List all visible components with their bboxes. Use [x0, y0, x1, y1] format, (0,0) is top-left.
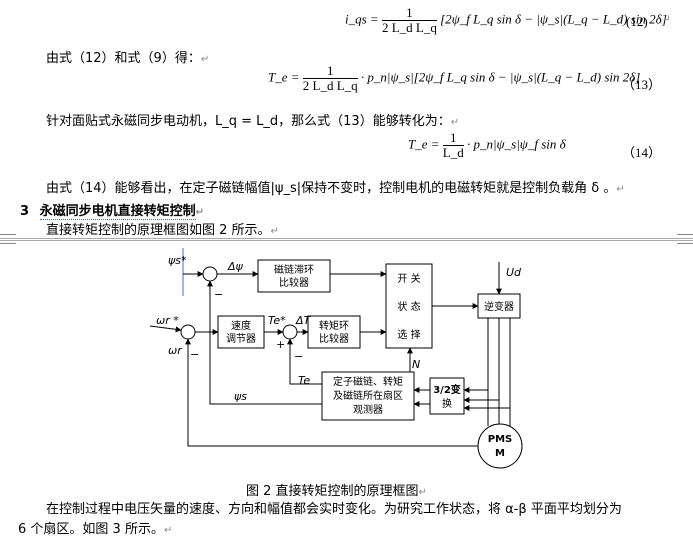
section-break-marker-left: [0, 234, 16, 244]
motor-line-2: M: [495, 448, 505, 459]
dt-label: ΔT: [295, 314, 312, 327]
torque-hyst-line-1: 转矩环: [319, 319, 349, 332]
paragraph-1-text: 由式（12）和式（9）得：: [46, 51, 201, 66]
observer-line-3: 观测器: [353, 403, 383, 416]
return-mark: ↵: [195, 207, 204, 218]
speed-reg-line-1: 速度: [231, 319, 251, 332]
speed-reg-line-2: 调节器: [226, 333, 256, 345]
omega-label: ωr: [168, 344, 183, 357]
observer-block: [321, 371, 415, 421]
return-mark: ↵: [200, 54, 210, 65]
return-mark: ↵: [270, 226, 279, 237]
switch-line-1: 开 关: [397, 272, 420, 285]
flux-hyst-line-2: 比较器: [279, 276, 309, 289]
paragraph-2-text: 针对面贴式永磁同步电动机，L_q = L_d，那么式（13）能够转化为：: [46, 114, 451, 129]
paragraph-5-cont-text: 6 个扇区。如图 3 所示。: [18, 522, 164, 537]
observer-line-2: 及磁链所在扇区: [333, 389, 403, 402]
section-number: 3: [20, 204, 30, 219]
return-mark: ↵: [662, 14, 671, 25]
paragraph-3-text: 由式（14）能够看出，在定子磁链幅值|ψ_s|保持不变时，控制电机的电磁转矩就是…: [46, 181, 617, 196]
flux-hyst-line-1: 磁链滞环: [274, 263, 314, 276]
eq13-den: 2 L_d L_q: [302, 78, 358, 93]
eq12-rhs: [2ψ_f L_q sin δ − |ψ_s|(L_q − L_d) sin 2…: [440, 11, 667, 27]
return-mark: ↵: [616, 184, 625, 195]
eq13-number: （13）: [622, 77, 662, 92]
speed-sum-junction: [180, 324, 196, 340]
transform-line-1: 3/2变: [433, 383, 461, 396]
psi-ref-label: ψs*: [168, 254, 187, 267]
torque-minus: −: [294, 350, 303, 363]
transform-line-2: 换: [442, 397, 452, 410]
figure-caption: 图 2 直接转矩控制的原理框图↵: [246, 480, 427, 499]
section-title: 永磁同步电机直接转矩控制: [39, 204, 196, 220]
eq12-lhs: i_qs =: [345, 11, 379, 27]
eq14-lhs: T_e =: [408, 136, 440, 152]
paragraph-3: 由式（14）能够看出，在定子磁链幅值|ψ_s|保持不变时，控制电机的电磁转矩就是…: [46, 177, 625, 196]
paragraph-1: 由式（12）和式（9）得：↵: [46, 47, 209, 66]
eq12-number: (12): [626, 14, 648, 29]
figure-caption-text: 图 2 直接转矩控制的原理框图: [246, 484, 419, 499]
te-feedback-label: Te: [298, 374, 310, 387]
flux-sum-junction: [202, 266, 218, 282]
return-mark: ↵: [450, 117, 460, 128]
section-heading: 3 永磁同步电机直接转矩控制↵: [20, 200, 204, 220]
paragraph-5: 在控制过程中电压矢量的速度、方向和幅值都会实时变化。为研究工作状态，将 α-β …: [46, 502, 622, 517]
motor-line-1: PMS: [488, 434, 512, 445]
pmsm-motor: [477, 423, 523, 469]
observer-line-1: 定子磁链、转矩: [333, 375, 403, 388]
return-mark: ↵: [418, 487, 427, 498]
eq14-number: （14）: [622, 145, 662, 160]
return-mark: ↵: [163, 525, 173, 536]
switch-line-2: 状 态: [397, 300, 420, 313]
flux-minus: −: [214, 288, 223, 301]
dtc-block-diagram: 磁链滞环 比较器 开 关 状 态 选 择 逆变器 速度 调节器 转矩环 比较器 …: [149, 248, 523, 469]
section-break-marker-right: [677, 234, 693, 244]
eq12-num: 1: [381, 6, 437, 21]
paragraph-4: 直接转矩控制的原理框图如图 2 所示。↵: [46, 219, 279, 238]
transform-block: [429, 377, 465, 415]
sector-n-label: N: [412, 358, 420, 371]
inverter-label: 逆变器: [484, 300, 514, 313]
paragraph-4-text: 直接转矩控制的原理框图如图 2 所示。: [46, 223, 271, 238]
eq14-num: 1: [442, 131, 464, 146]
paragraph-2: 针对面贴式永磁同步电动机，L_q = L_d，那么式（13）能够转化为：↵: [46, 110, 459, 129]
psi-s-feedback-label: ψs: [234, 390, 247, 403]
eq13-rhs: · p_n|ψ_s|[2ψ_f L_q sin δ − |ψ_s|(L_q − …: [360, 69, 641, 85]
eq13-lhs: T_e =: [268, 69, 300, 85]
torque-sum-junction: [282, 324, 298, 340]
paragraph-5-cont: 6 个扇区。如图 3 所示。↵: [18, 518, 172, 537]
dpsi-label: Δψ: [227, 260, 244, 273]
eq13-num: 1: [302, 64, 358, 79]
omega-ref-label: ωr *: [156, 314, 179, 327]
te-ref-label: Te*: [268, 314, 286, 327]
section-break: [0, 238, 693, 241]
speed-minus: −: [190, 348, 199, 361]
torque-hyst-line-2: 比较器: [319, 332, 349, 345]
torque-plus: +: [276, 338, 285, 351]
eq14-rhs: · p_n|ψ_s|ψ_f sin δ: [466, 136, 566, 152]
ud-label: Ud: [506, 266, 522, 279]
switch-line-3: 选 择: [397, 328, 420, 341]
eq12-den: 2 L_d L_q: [381, 20, 437, 35]
eq14-den: L_d: [442, 145, 464, 160]
